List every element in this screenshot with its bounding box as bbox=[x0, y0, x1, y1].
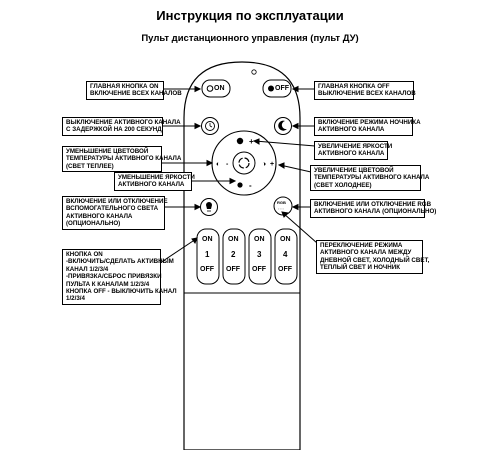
main-on-label: ON bbox=[214, 85, 225, 92]
ch3-num: 3 bbox=[257, 250, 262, 259]
ch1-on: ON bbox=[202, 236, 213, 243]
svg-text:RGB: RGB bbox=[277, 200, 286, 205]
aux-light-button bbox=[200, 198, 218, 216]
channel-button-3 bbox=[248, 228, 272, 285]
brightness-down-icon bbox=[237, 182, 243, 188]
led-indicator bbox=[251, 69, 257, 75]
main-off-button bbox=[262, 79, 292, 98]
brightness-up-icon bbox=[236, 137, 244, 145]
refresh-icon bbox=[238, 157, 250, 169]
ch1-num: 1 bbox=[205, 250, 210, 259]
main-on-button bbox=[201, 79, 231, 98]
ch3-off: OFF bbox=[252, 266, 266, 273]
moon-icon bbox=[278, 120, 287, 131]
svg-text:◐: ◐ bbox=[216, 161, 220, 168]
ch2-off: OFF bbox=[226, 266, 240, 273]
ch3-on: ON bbox=[254, 236, 265, 243]
ch2-on: ON bbox=[228, 236, 239, 243]
ch1-off: OFF bbox=[200, 266, 214, 273]
page-title: Инструкция по эксплуатации bbox=[156, 8, 344, 23]
main-off-label: OFF bbox=[275, 85, 289, 92]
ch2-num: 2 bbox=[231, 250, 236, 259]
page-subtitle: Пульт дистанционного управления (пульт Д… bbox=[141, 33, 359, 44]
svg-text:-: - bbox=[226, 161, 229, 168]
callout-arrows bbox=[159, 85, 345, 264]
ch4-num: 4 bbox=[283, 250, 288, 259]
ch4-off: OFF bbox=[278, 266, 292, 273]
night-button bbox=[274, 117, 292, 135]
channel-button-1 bbox=[196, 228, 220, 285]
svg-text:+: + bbox=[270, 161, 274, 168]
bulb-icon bbox=[206, 202, 212, 209]
control-ring: + - ◐ - ◑ + bbox=[211, 130, 277, 196]
clock-icon bbox=[205, 121, 215, 131]
svg-text:◦ ◦ ◦: ◦ ◦ ◦ bbox=[278, 207, 285, 211]
svg-text:-: - bbox=[249, 181, 252, 190]
channel-button-2 bbox=[222, 228, 246, 285]
svg-text:◑: ◑ bbox=[262, 161, 266, 168]
mode-button bbox=[232, 151, 256, 175]
timer-button bbox=[201, 117, 219, 135]
svg-text:+: + bbox=[249, 137, 254, 146]
ch4-on: ON bbox=[280, 236, 291, 243]
channel-button-4 bbox=[274, 228, 298, 285]
